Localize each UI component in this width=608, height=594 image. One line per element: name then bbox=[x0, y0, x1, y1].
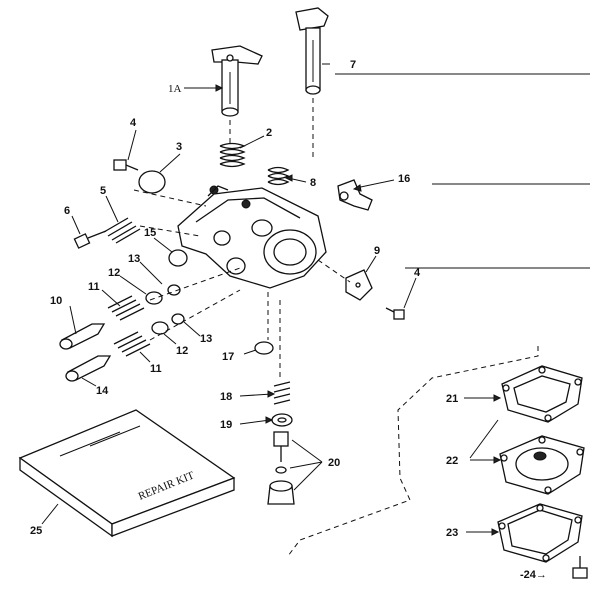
part-13-oring-lower bbox=[171, 313, 185, 325]
part-14-mixture-needle bbox=[65, 355, 112, 382]
part-23-cover bbox=[497, 503, 583, 563]
label-7: 7 bbox=[350, 59, 356, 71]
label-21: 21 bbox=[446, 393, 458, 405]
part-18-spring bbox=[273, 381, 291, 405]
part-13-oring-upper bbox=[167, 284, 181, 296]
label-19: 19 bbox=[220, 419, 232, 431]
part-2-spring bbox=[219, 142, 246, 168]
part-16-elbow-fitting bbox=[337, 179, 373, 211]
label-8: 8 bbox=[310, 177, 316, 189]
guide-3 bbox=[133, 189, 207, 207]
label-24: -24→ bbox=[520, 569, 547, 581]
label-1a: 1A bbox=[168, 83, 182, 95]
part-6-idle-screw bbox=[73, 230, 107, 249]
part-12-washer-upper bbox=[145, 291, 163, 305]
part-19-washer bbox=[271, 413, 293, 427]
part-15-plug bbox=[168, 249, 188, 267]
guide-11-upper bbox=[149, 267, 241, 301]
label-18: 18 bbox=[220, 391, 232, 403]
label-17: 17 bbox=[222, 351, 234, 363]
label-16: 16 bbox=[398, 173, 410, 185]
part-20-needle-seat bbox=[267, 431, 295, 505]
guide-5 bbox=[139, 225, 201, 237]
part-24-screw bbox=[572, 556, 588, 579]
part-7-choke-shaft bbox=[295, 7, 329, 95]
label-12-upper: 12 bbox=[108, 267, 120, 279]
label-2: 2 bbox=[266, 127, 272, 139]
choke-plate-hole bbox=[355, 282, 361, 288]
label-3: 3 bbox=[176, 141, 182, 153]
leader-lines bbox=[41, 63, 502, 536]
part-25-repair-kit: REPAIR KIT bbox=[18, 409, 236, 538]
part-21-gasket bbox=[501, 365, 583, 423]
part-11-spring-lower bbox=[113, 331, 151, 357]
label-14: 14 bbox=[96, 385, 109, 397]
label-13-upper: 13 bbox=[128, 253, 140, 265]
part-11-spring-upper bbox=[107, 295, 145, 321]
part-17-plug bbox=[254, 341, 274, 355]
carburetor-body bbox=[177, 185, 327, 289]
label-4-right: 4 bbox=[414, 267, 421, 279]
label-5: 5 bbox=[100, 185, 106, 197]
label-13-lower: 13 bbox=[200, 333, 212, 345]
part-5-spring bbox=[103, 217, 141, 244]
gasket-guide-outline bbox=[287, 346, 539, 557]
label-11-lower: 11 bbox=[150, 363, 162, 375]
label-25: 25 bbox=[30, 525, 42, 537]
part-10-mixture-needle bbox=[59, 323, 106, 350]
label-10: 10 bbox=[50, 295, 62, 307]
label-9: 9 bbox=[374, 245, 380, 257]
guide-11-lower bbox=[149, 289, 241, 341]
label-23: 23 bbox=[446, 527, 458, 539]
label-22: 22 bbox=[446, 455, 458, 467]
part-4-screw-left bbox=[113, 159, 139, 171]
label-11-upper: 11 bbox=[88, 281, 100, 293]
part-12-washer-lower bbox=[151, 321, 169, 335]
part-22-diaphragm bbox=[499, 435, 585, 495]
part-1a-throttle-shaft bbox=[211, 45, 263, 117]
label-15: 15 bbox=[144, 227, 156, 239]
part-4-screw-right bbox=[385, 307, 405, 320]
guide-9 bbox=[317, 259, 351, 283]
label-6: 6 bbox=[64, 205, 70, 217]
label-4-left: 4 bbox=[130, 117, 137, 129]
part-8-spring bbox=[267, 166, 290, 186]
label-20: 20 bbox=[328, 457, 340, 469]
label-12-lower: 12 bbox=[176, 345, 188, 357]
part-3-throttle-plate bbox=[138, 170, 166, 194]
